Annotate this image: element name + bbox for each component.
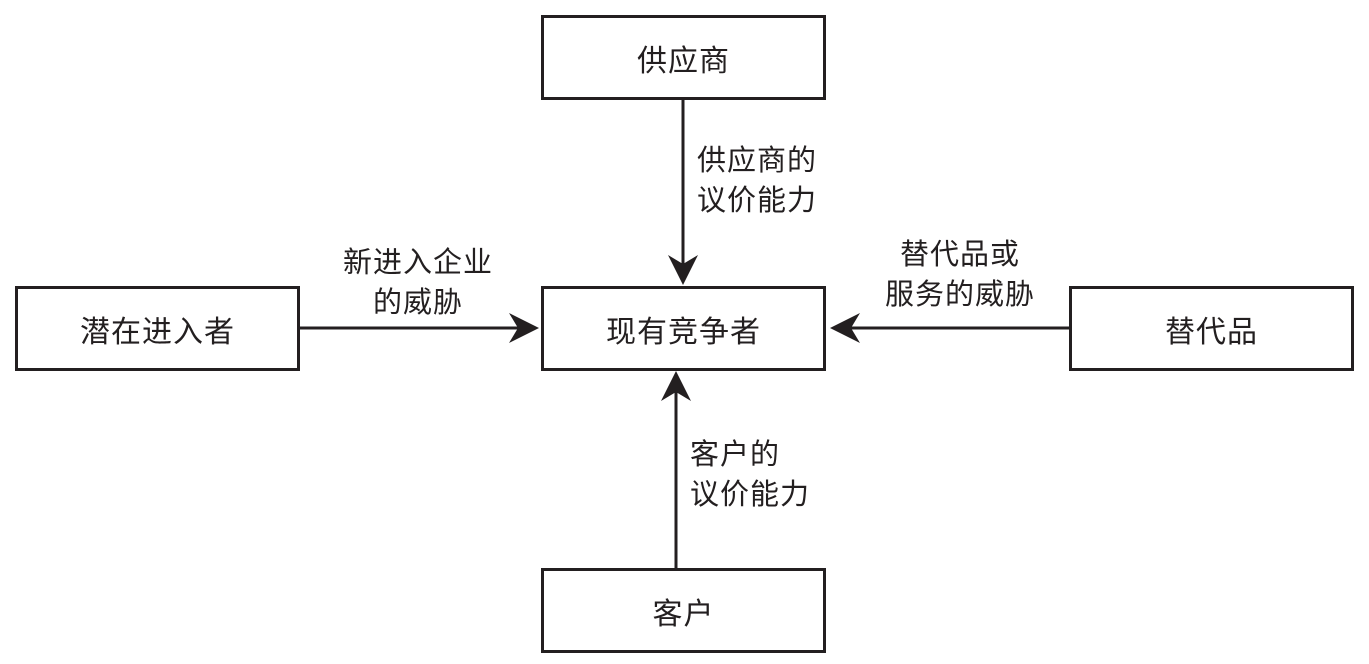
supplier-box: 供应商 (541, 15, 826, 100)
substitute-threat-line-2: 服务的威胁 (884, 277, 1035, 311)
entrants-box: 潜在进入者 (15, 286, 300, 371)
customers-label: 客户 (652, 596, 715, 632)
substitutes-label: 替代品 (1165, 314, 1258, 350)
supplier-label: 供应商 (637, 43, 730, 79)
customer-power-line-2: 议价能力 (690, 477, 811, 511)
customers-box: 客户 (541, 568, 826, 653)
supplier-power-label: 供应商的 议价能力 (697, 140, 817, 220)
rivals-label: 现有竞争者 (606, 314, 761, 350)
substitute-threat-line-1: 替代品或 (899, 237, 1020, 271)
entrants-label: 潜在进入者 (80, 314, 235, 350)
rivals-box: 现有竞争者 (541, 286, 826, 371)
substitutes-box: 替代品 (1069, 286, 1354, 371)
supplier-power-line-1: 供应商的 (697, 143, 818, 177)
substitute-threat-label: 替代品或 服务的威胁 (860, 234, 1060, 314)
customer-power-label: 客户的 议价能力 (690, 434, 810, 514)
entrant-threat-label: 新进入企业 的威胁 (318, 242, 518, 322)
customer-power-line-1: 客户的 (690, 437, 781, 471)
supplier-power-line-2: 议价能力 (697, 183, 818, 217)
entrant-threat-line-2: 的威胁 (372, 285, 463, 319)
entrant-threat-line-1: 新进入企业 (342, 245, 493, 279)
